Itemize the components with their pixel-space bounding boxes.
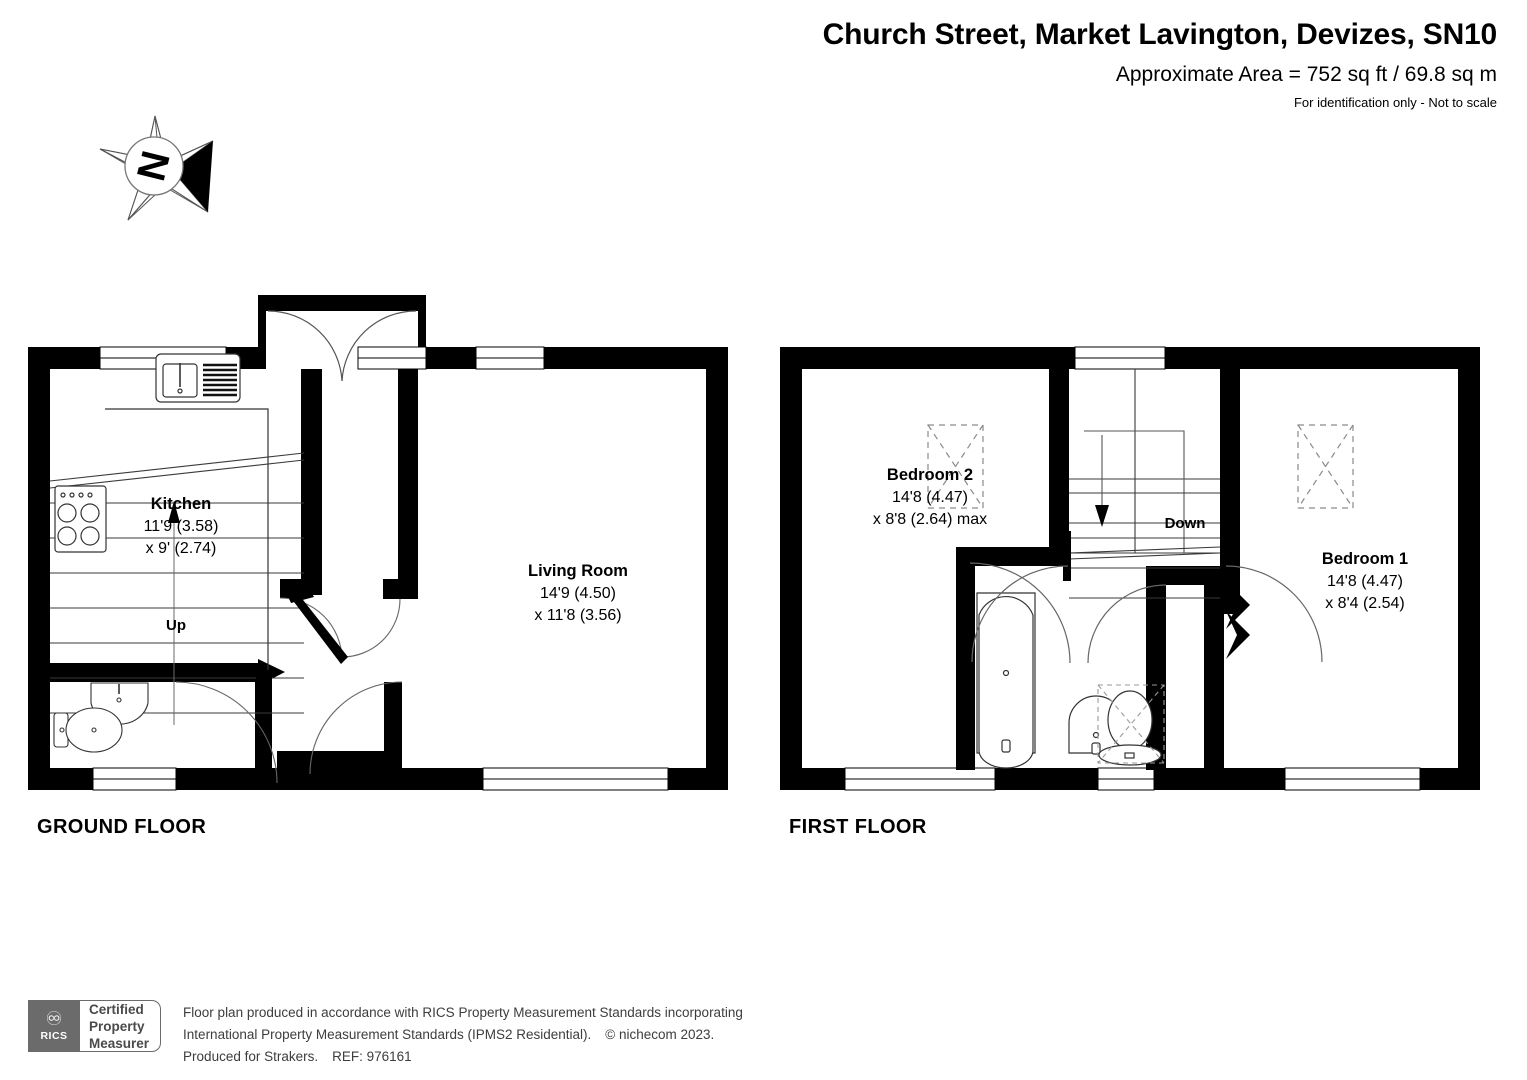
ground-internal-walls [50,369,418,770]
badge-line-3: Measurer [89,1035,150,1051]
room-dim-2: x 8'8 (2.64) max [873,511,987,528]
plan-header: Church Street, Market Lavington, Devizes… [822,18,1498,111]
kitchen-label: Kitchen 11'9 (3.58) x 9' (2.74) [144,495,219,557]
bedroom2-label: Bedroom 2 14'8 (4.47) x 8'8 (2.64) max [873,466,987,528]
room-dim-2: x 9' (2.74) [146,540,217,557]
stair-direction-label: Down [1165,515,1206,532]
bathtub [976,592,1036,769]
bedroom2-recess [927,424,984,509]
first-windows [844,346,1421,791]
room-name: Bedroom 2 [887,466,973,484]
wc-toilet [53,707,123,753]
ground-floor-title: GROUND FLOOR [37,816,207,838]
room-dim-1: 14'8 (4.47) [892,489,968,506]
room-dim-1: 14'9 (4.50) [540,585,616,602]
reference-number: REF: 976161 [332,1048,412,1064]
page-title: Church Street, Market Lavington, Devizes… [822,18,1498,51]
room-name: Kitchen [151,495,212,513]
first-doors [969,562,1323,664]
compass-rose: N [88,108,228,226]
room-name: Bedroom 1 [1322,550,1408,568]
kitchen-door-leaf [256,675,272,690]
produced-for: Produced for Strakers. [183,1048,319,1064]
rics-logo-icon: ♾ RICS [28,1000,80,1052]
badge-line-1: Certified [89,1001,144,1017]
rics-certified-badge: ♾ RICS Certified Property Measurer [28,1000,162,1052]
identification-note: For identification only - Not to scale [1293,95,1497,111]
legal-line-2: International Property Measurement Stand… [183,1024,743,1046]
first-floor-title: FIRST FLOOR [789,816,927,838]
kitchen-sink [155,353,241,403]
legal-line-2a: International Property Measurement Stand… [183,1026,592,1042]
bathroom-toilet [1098,690,1162,766]
stair-direction-label: Up [166,617,186,634]
certified-measurer-box: Certified Property Measurer [80,1000,162,1052]
bedroom1-label: Bedroom 1 14'8 (4.47) x 8'4 (2.54) [1322,550,1408,612]
approximate-area: Approximate Area = 752 sq ft / 69.8 sq m [1115,63,1497,86]
rics-logo-text: RICS [40,1030,68,1042]
badge-line-2: Property [89,1018,145,1034]
ground-door-leaves [280,579,348,664]
plan-footer: ♾ RICS Certified Property Measurer Floor… [28,1000,743,1068]
rics-swirl-icon: ♾ [45,1009,63,1030]
kitchen-counter [105,408,269,670]
room-dim-1: 14'8 (4.47) [1327,573,1403,590]
room-dim-1: 11'9 (3.58) [144,518,219,535]
bedroom1-recess [1297,424,1354,509]
ground-floor-plan: Kitchen 11'9 (3.58) x 9' (2.74) Living R… [28,285,753,805]
staircase-down [1063,369,1221,599]
toilet-recess-marker [1097,684,1165,764]
french-doors [267,310,417,382]
legal-line-3: Produced for Strakers. REF: 976161 [183,1046,743,1068]
kitchen-hob [54,485,107,553]
first-floor-plan: Bedroom 2 14'8 (4.47) x 8'8 (2.64) max B… [780,285,1505,805]
living-room-label: Living Room 14'9 (4.50) x 11'8 (3.56) [528,562,628,624]
room-dim-2: x 11'8 (3.56) [534,607,621,624]
legal-line-1: Floor plan produced in accordance with R… [183,1005,743,1020]
room-name: Living Room [528,562,628,580]
first-internal-walls [956,369,1240,770]
room-dim-2: x 8'4 (2.54) [1325,595,1405,612]
copyright-notice: © nichecom 2023. [605,1026,715,1042]
bedroom1-door-leaf [1226,581,1250,659]
legal-text: Floor plan produced in accordance with R… [183,1000,743,1068]
